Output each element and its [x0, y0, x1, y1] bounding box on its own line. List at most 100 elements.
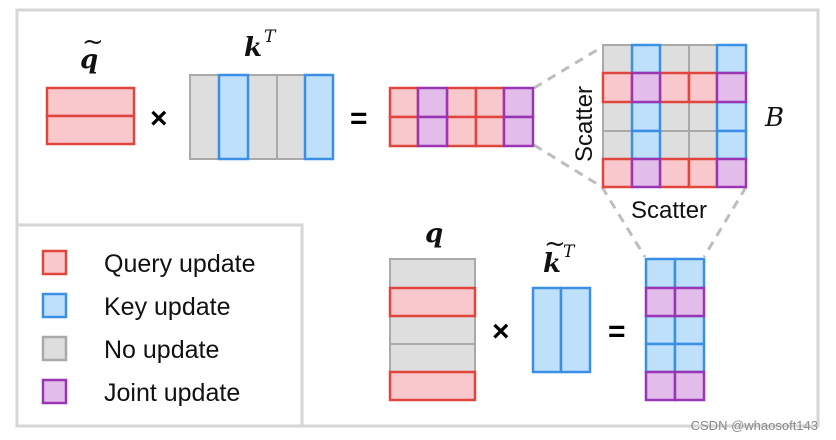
k-tilde-letter: k: [543, 249, 561, 279]
watermark-text: CSDN @whaosoft143: [691, 418, 818, 433]
b-r2-c3: [658, 71, 691, 104]
legend-swatch-query: [41, 249, 68, 276]
legend-label-key: Key update: [104, 293, 231, 321]
tall-r3-c2: [673, 314, 706, 346]
q-matrix: [388, 258, 477, 402]
k-transpose-label: k T: [244, 27, 277, 63]
kT-col-5: [303, 73, 335, 161]
b-r3-c4: [688, 101, 718, 132]
b-r5-c5: [715, 157, 748, 189]
b-r5-c2: [630, 157, 662, 189]
kt-col-1: [531, 286, 563, 374]
tall-r5-c2: [673, 370, 706, 402]
k-transpose-matrix: [189, 73, 335, 161]
q-tilde-matrix: [45, 86, 136, 146]
b-r3-c3: [659, 101, 690, 132]
b-r2-c5: [715, 71, 748, 104]
tall-r5-c1: [644, 370, 677, 402]
res-r2-c5: [502, 115, 535, 148]
scatter-label-horizontal: Scatter: [631, 197, 707, 224]
b-r5-c4: [687, 157, 719, 189]
connector-bottom-left: [600, 186, 647, 258]
legend-label-query: Query update: [104, 250, 256, 278]
res-r1-c5: [502, 86, 535, 119]
legend-swatch-joint: [41, 378, 68, 405]
b-r1-c5: [715, 43, 748, 75]
tall-r3-c1: [644, 314, 677, 346]
tall-r4-c1: [644, 342, 677, 374]
legend-label-none: No update: [104, 336, 219, 364]
res-r1-c4: [474, 86, 506, 119]
b-r2-c2: [630, 71, 662, 104]
equals-operator-top: =: [350, 102, 368, 135]
kT-col-3: [247, 74, 278, 160]
res-r2-c3: [445, 115, 478, 148]
b-r1-c3: [659, 44, 690, 74]
legend-label-joint: Joint update: [104, 379, 240, 407]
kT-col-4: [276, 74, 306, 160]
b-label: B: [764, 103, 784, 133]
tall-r1-c2: [673, 257, 706, 290]
legend-panel: Query update Key update No update Joint …: [15, 223, 304, 428]
scatter-connectors: [533, 45, 748, 258]
res-r1-c3: [445, 86, 478, 119]
kt-col-2: [559, 286, 592, 374]
b-r3-c1: [602, 101, 633, 132]
equals-operator-bottom: =: [608, 315, 626, 348]
b-r2-c1: [601, 71, 634, 104]
b-r4-c3: [659, 130, 690, 160]
kT-col-2: [217, 73, 250, 161]
legend-swatch-key: [41, 292, 68, 319]
res-r2-c1: [388, 115, 420, 148]
k-letter: k: [244, 33, 262, 63]
connector-top-right: [533, 143, 603, 189]
b-r3-c2: [630, 100, 662, 133]
tall-r4-c2: [673, 342, 706, 374]
q-tilde-letter: q: [80, 45, 98, 75]
b-r1-c1: [602, 44, 633, 74]
k-tilde-superscript: T: [563, 242, 576, 262]
b-r1-c4: [688, 44, 718, 74]
res-r2-c4: [474, 115, 506, 148]
k-tilde-transpose-label: k ~ T: [543, 229, 576, 279]
connector-top-left: [533, 45, 603, 90]
result-matrix-tall: [644, 257, 706, 402]
b-r1-c2: [630, 43, 662, 75]
res-r2-c2: [416, 115, 449, 148]
connector-bottom-right: [702, 186, 748, 258]
tall-r2-c2: [673, 286, 706, 318]
tall-r2-c1: [644, 286, 677, 318]
b-r5-c3: [658, 157, 691, 189]
b-r4-c4: [688, 130, 718, 160]
q-label: q: [425, 219, 443, 249]
legend-swatch-none: [41, 335, 68, 362]
b-matrix: [601, 43, 748, 189]
res-r1-c2: [416, 86, 449, 119]
b-r3-c5: [715, 100, 748, 133]
scatter-label-vertical: Scatter: [571, 86, 598, 162]
k-tilde-mark: ~: [544, 229, 566, 259]
q-tilde-label: q ~: [80, 27, 104, 75]
b-r4-c5: [715, 129, 748, 161]
times-operator-top: ×: [150, 102, 168, 135]
q-row-5: [388, 370, 477, 402]
tilde-mark: ~: [82, 27, 104, 57]
q-row-2: [388, 286, 477, 318]
b-r4-c2: [630, 129, 662, 161]
k-superscript: T: [264, 27, 277, 47]
result-matrix-small: [388, 86, 535, 148]
kT-col-1: [189, 74, 220, 160]
times-operator-bottom: ×: [492, 315, 510, 348]
q-row-1: [389, 258, 476, 289]
b-r4-c1: [602, 130, 633, 160]
res-r1-c1: [388, 86, 420, 119]
tall-r1-c1: [644, 257, 677, 290]
b-r2-c4: [687, 71, 719, 104]
k-tilde-transpose-matrix: [531, 286, 592, 374]
q-tilde-row-1: [45, 86, 136, 118]
q-tilde-row-2: [45, 114, 136, 146]
q-row-4: [389, 343, 476, 373]
outer-frame: [15, 8, 820, 428]
b-r5-c1: [601, 157, 634, 189]
